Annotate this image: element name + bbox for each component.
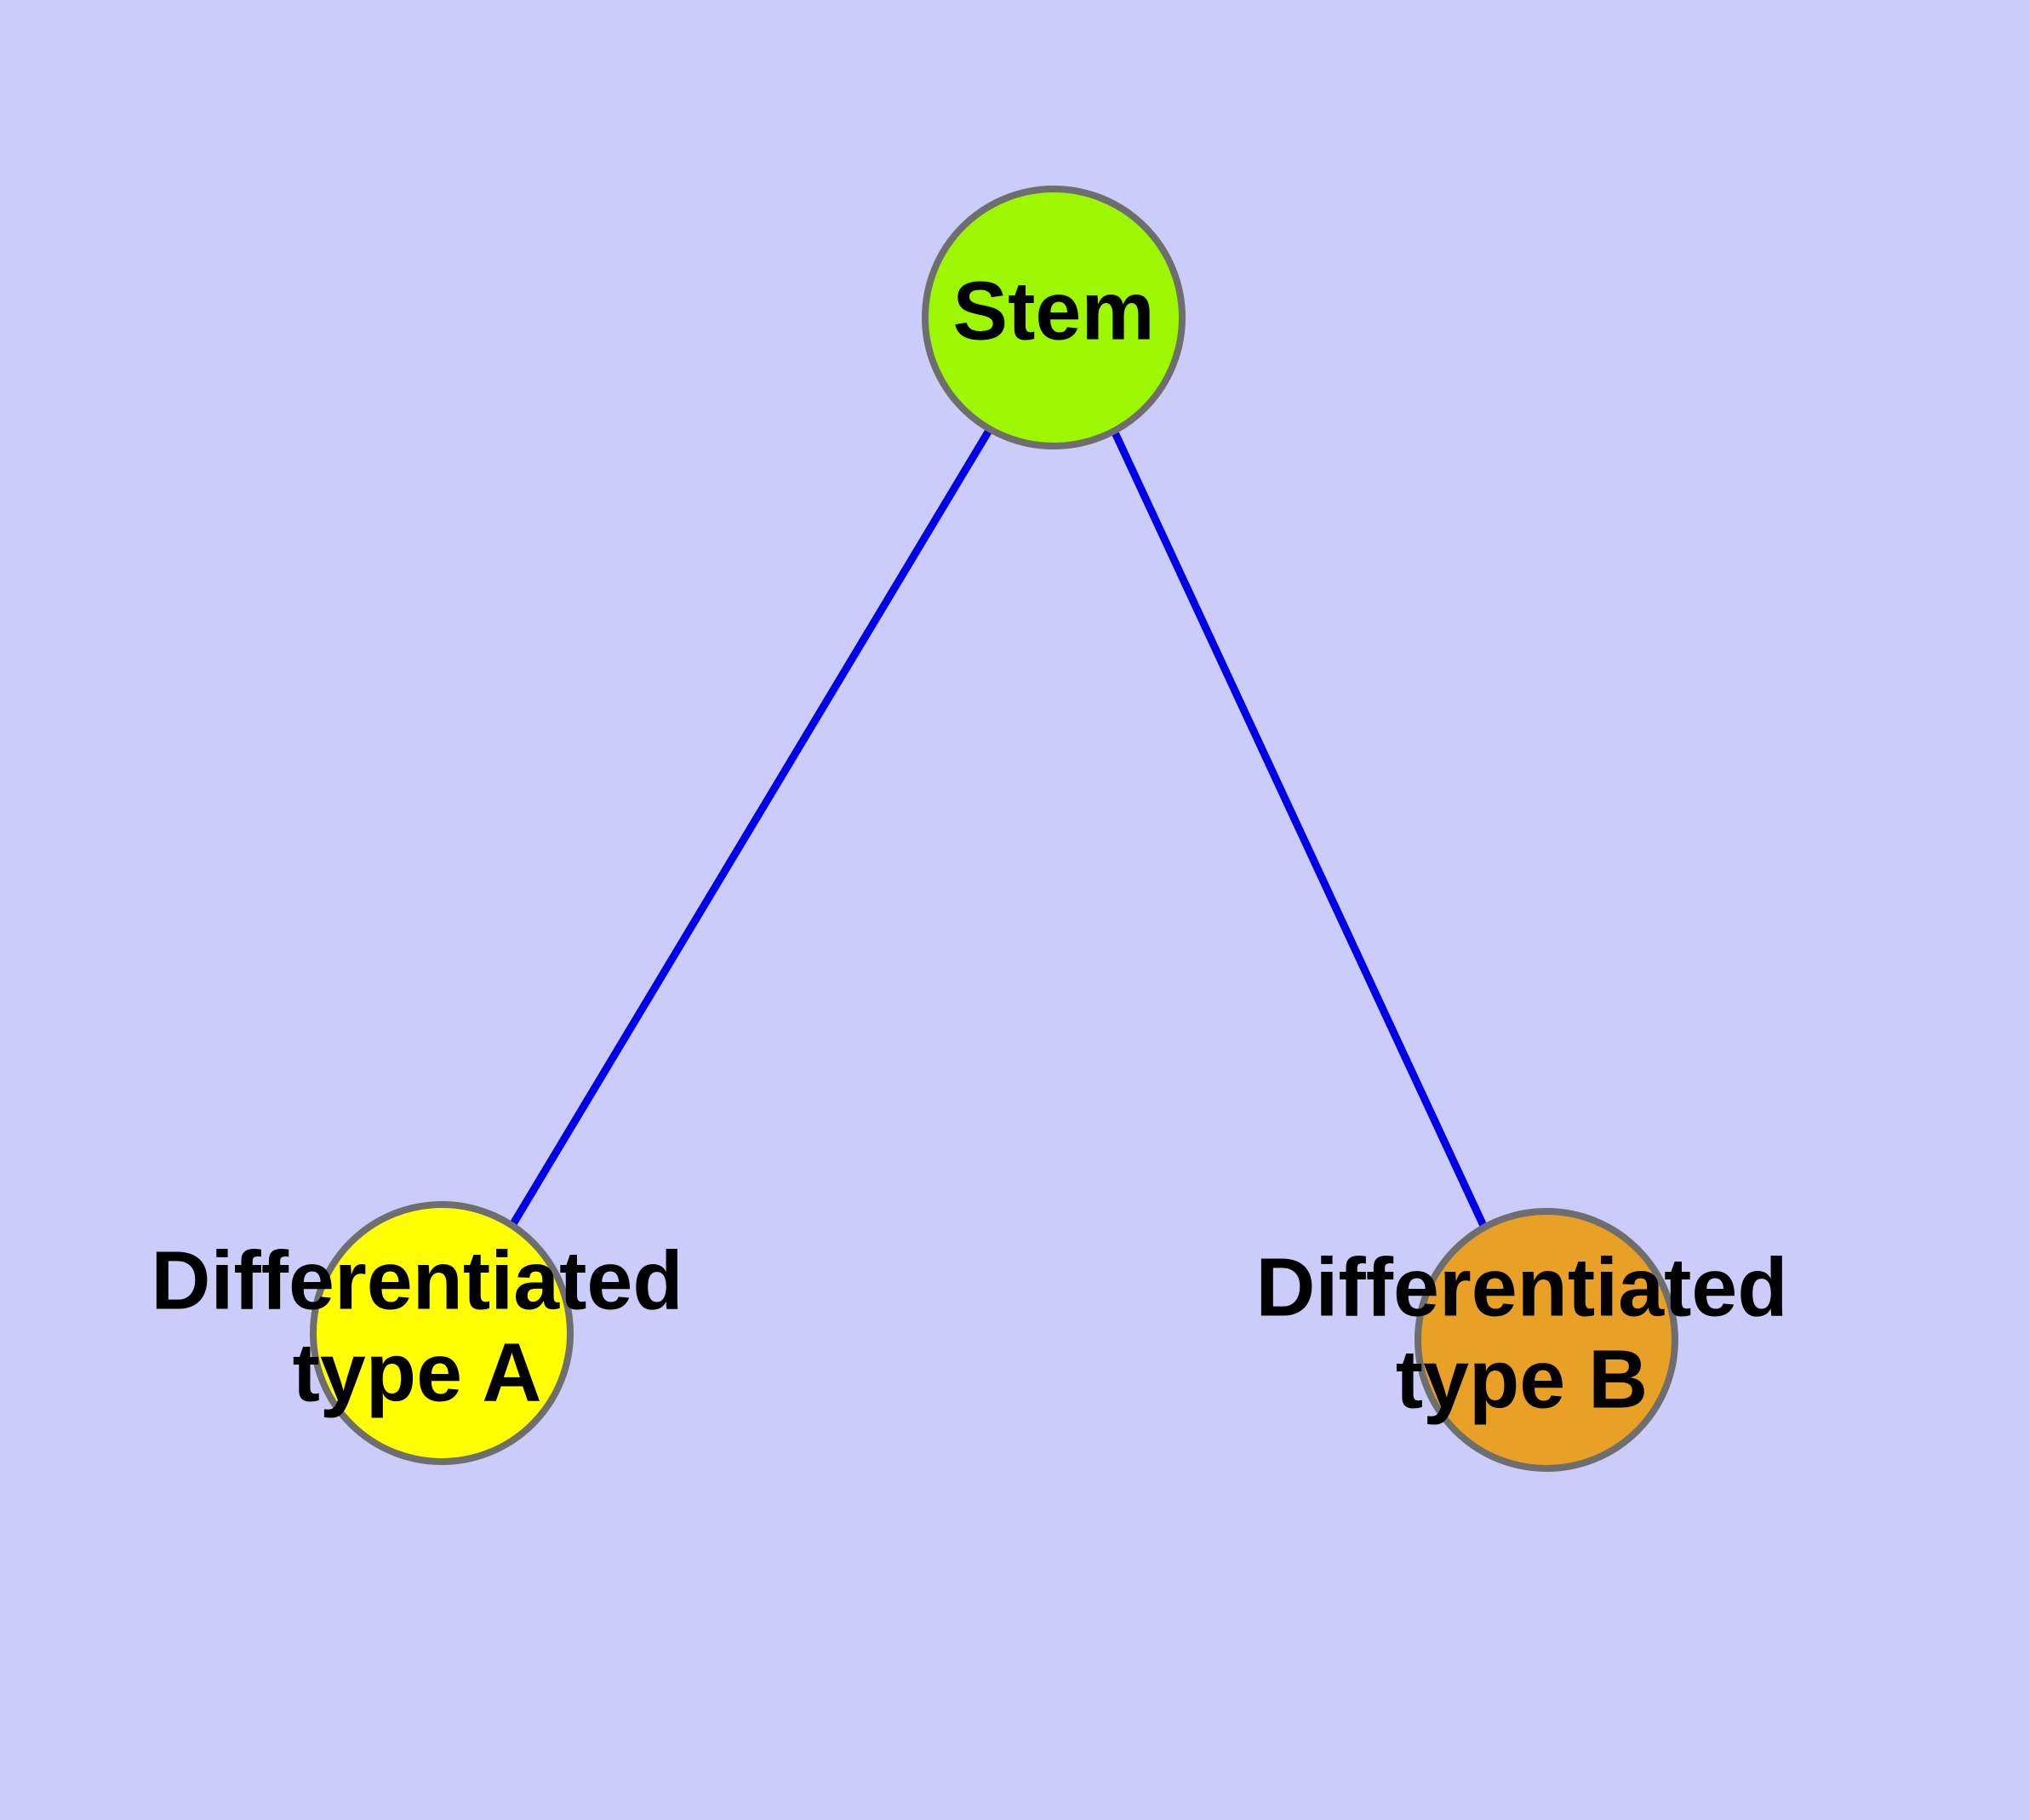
node-differentiated-type-b-label-line-1: Differentiated — [1255, 1241, 1787, 1334]
node-differentiated-type-a-label-line-1: Differentiated — [151, 1234, 683, 1327]
node-differentiated-type-b[interactable]: Differentiated type B — [1255, 1208, 1788, 1472]
node-stem[interactable]: Stem — [922, 186, 1186, 449]
node-differentiated-type-b-circle[interactable] — [1415, 1208, 1678, 1472]
node-differentiated-type-b-label-line-2: type B — [1396, 1333, 1648, 1426]
node-stem-circle[interactable] — [922, 186, 1186, 449]
node-stem-label: Stem — [952, 265, 1154, 358]
node-differentiated-type-a-circle[interactable] — [310, 1201, 574, 1465]
node-differentiated-type-a-label-line-2: type A — [293, 1326, 542, 1419]
edge-stem-to-differentiated-type-b[interactable] — [1110, 429, 1489, 1229]
edge-group — [508, 426, 1489, 1229]
edge-stem-to-differentiated-type-a[interactable] — [508, 426, 993, 1229]
node-differentiated-type-a[interactable]: Differentiated type A — [151, 1201, 683, 1465]
